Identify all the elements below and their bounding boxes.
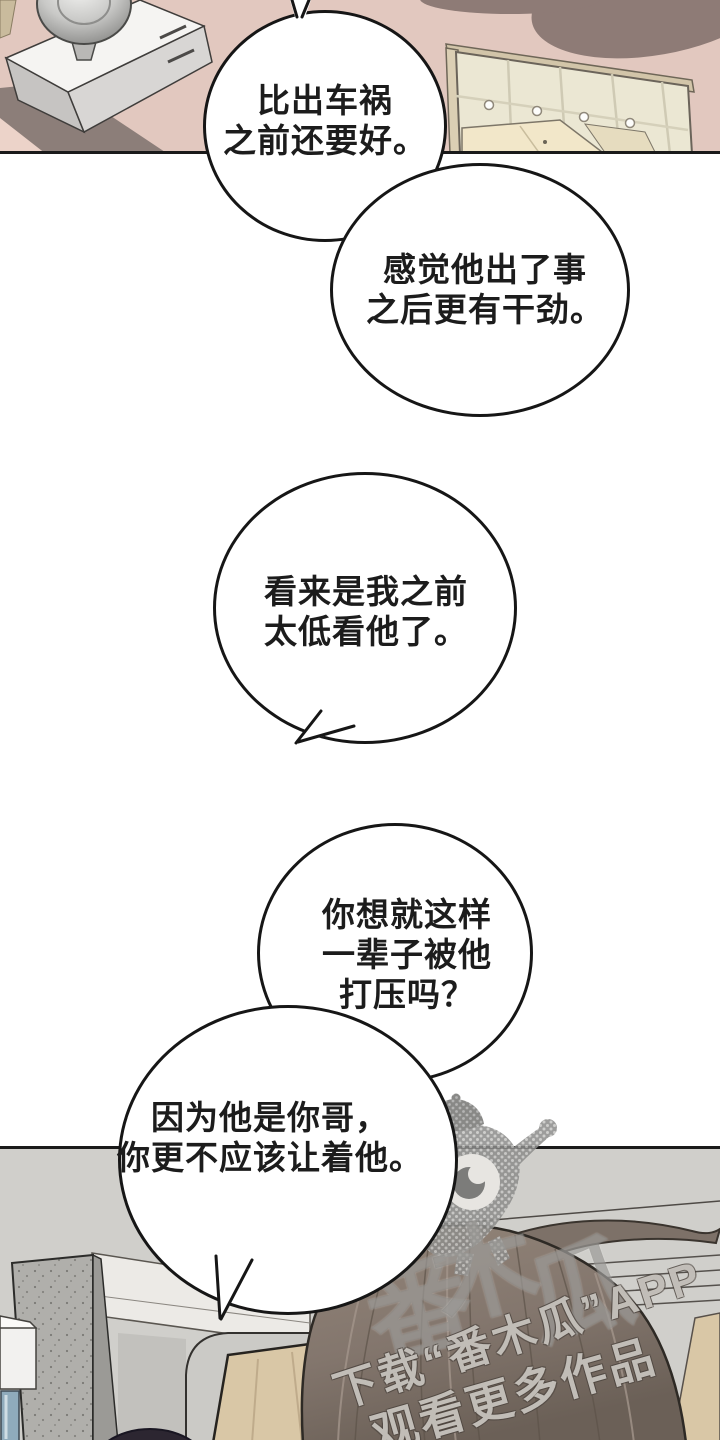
bed [445, 43, 695, 151]
speech-text-2: 感觉他出了事 之后更有干劲。 [366, 251, 604, 328]
tuft-button [483, 99, 495, 111]
bottom-panel-room [0, 1146, 720, 1440]
headboard-rail-lines [574, 1254, 720, 1308]
lamp [36, 0, 132, 61]
rug-shadow-blob-small [420, 0, 600, 14]
dark-hair-blob [107, 1428, 193, 1440]
tuft-button [624, 117, 636, 129]
wall-recess [118, 1333, 186, 1440]
hair-flick-strand [496, 1219, 720, 1255]
floor-light-wedge [0, 118, 43, 151]
speech-bubble-5 [118, 1005, 458, 1315]
speech-bubble-2 [330, 163, 630, 417]
wall-box [0, 1315, 38, 1390]
speech-text-4: 你想就这样 一辈子被他 打压吗？ [322, 896, 492, 1013]
tan-strip [0, 0, 17, 39]
tuft-button [578, 111, 590, 123]
bottom-panel-art [0, 1200, 720, 1440]
speech-text-1: 比出车祸 之前还要好。 [223, 82, 427, 159]
speech-bubble-3 [213, 472, 517, 744]
hair-strand-lines [354, 1228, 601, 1440]
drawer-slot-icon [167, 48, 195, 64]
speech-text-3: 看来是我之前 太低看他了。 [264, 573, 468, 650]
speech-text-5: 因为他是你哥， 你更不应该让着他。 [117, 1099, 423, 1176]
drawer-slot-icon [159, 24, 187, 40]
tuft-button [531, 105, 543, 117]
sheet [583, 123, 656, 151]
pillow [461, 119, 602, 151]
blue-glass [0, 1390, 20, 1440]
nightstand [4, 0, 213, 134]
top-panel-furniture-art [0, 0, 695, 151]
